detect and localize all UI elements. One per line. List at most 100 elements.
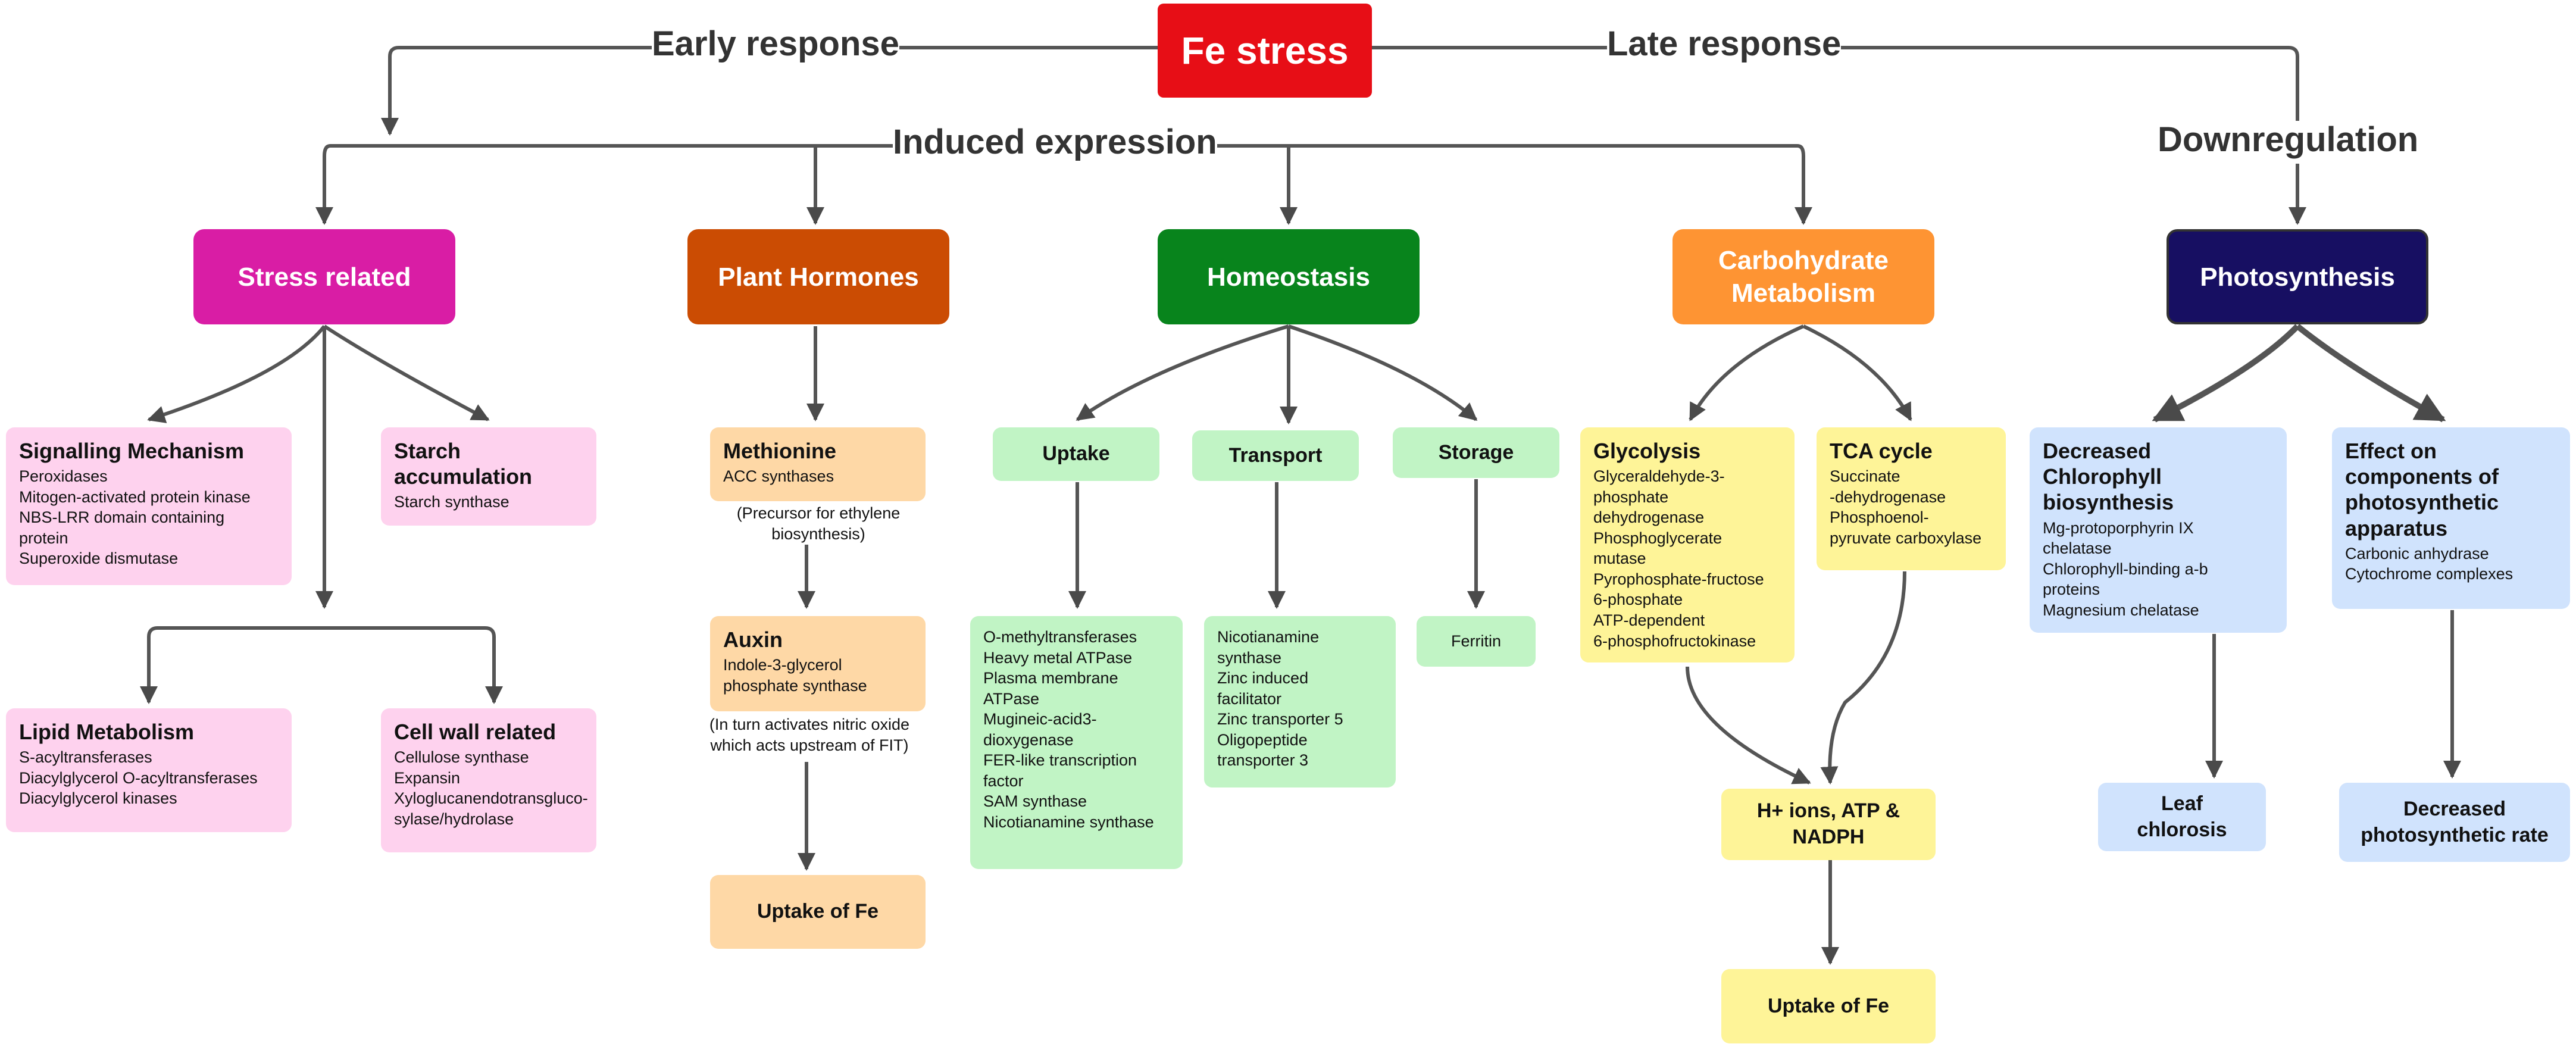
hormones-uptake-fe-box: Uptake of Fe — [710, 875, 926, 949]
auxin-item: phosphate synthase — [723, 676, 867, 695]
transport-gene: transporter 3 — [1217, 751, 1309, 770]
lipid-item: Diacylglycerol O-acyltransferases — [19, 768, 258, 787]
lipid-item: S-acyltransferases — [19, 748, 152, 767]
auxin-item: Indole-3-glycerol — [723, 656, 842, 674]
signalling-title: Signalling Mechanism — [19, 439, 245, 463]
photosynthetic-rate-box: Decreased photosynthetic rate — [2339, 783, 2570, 862]
signalling-item: NBS-LRR domain containing — [19, 508, 225, 527]
uptake-gene: Heavy metal ATPase — [983, 648, 1133, 667]
glycolysis-item: mutase — [1593, 549, 1646, 568]
chlorophyll-item: Chlorophyll-binding a-b — [2043, 560, 2208, 578]
category-carbohydrate-metabolism: Carbohydrate Metabolism — [1672, 229, 1934, 324]
glycolysis-item: Phosphoglycerate — [1593, 529, 1722, 547]
chlorophyll-box: Decreased Chlorophyll biosynthesis Mg-pr… — [2030, 427, 2287, 633]
lipid-item: Diacylglycerol kinases — [19, 789, 177, 808]
glycolysis-item: 6-phosphofructokinase — [1593, 632, 1756, 650]
tca-cycle-box: TCA cycle Succinate -dehydrogenase Phosp… — [1817, 427, 2006, 570]
edge-stress-signalling — [147, 325, 326, 423]
edge-induced-bus — [315, 144, 333, 225]
lipid-metabolism-box: Lipid Metabolism S-acyltransferases Diac… — [6, 708, 292, 832]
products-box: H+ ions, ATP & NADPH — [1721, 789, 1936, 860]
apparatus-box: Effect on components of photosynthetic a… — [2332, 427, 2570, 609]
cellwall-item: Cellulose synthase — [394, 748, 529, 767]
tca-title: TCA cycle — [1830, 439, 1933, 463]
uptake-gene: Plasma membrane — [983, 669, 1118, 688]
apparatus-title: Effect on components of photosynthetic a… — [2345, 439, 2499, 540]
edge-homeo-storage — [1288, 324, 1478, 421]
edge-glycolysis-products — [1686, 666, 1811, 785]
uptake-gene: factor — [983, 771, 1024, 790]
starch-title: Starch accumulation — [394, 439, 533, 489]
glycolysis-item: Glyceraldehyde-3- — [1593, 467, 1725, 486]
auxin-title: Auxin — [723, 627, 783, 652]
starch-accumulation-box: Starch accumulation Starch synthase — [381, 427, 596, 526]
transport-gene: Nicotianamine — [1217, 628, 1320, 646]
transport-gene: facilitator — [1217, 689, 1282, 708]
apparatus-item: Cytochrome complexes — [2345, 565, 2514, 583]
transport-gene: synthase — [1217, 648, 1282, 667]
glycolysis-item: ATP-dependent — [1593, 611, 1705, 630]
glycolysis-title: Glycolysis — [1593, 439, 1701, 463]
carb-uptake-fe-box: Uptake of Fe — [1721, 969, 1936, 1043]
edge-carb-tca — [1802, 324, 1912, 421]
fe-stress-node: Fe stress — [1158, 4, 1372, 98]
cellwall-item: Xyloglucanendotransgluco- — [394, 789, 588, 808]
cellwall-item: Expansin — [394, 768, 461, 787]
uptake-box: Uptake — [993, 427, 1159, 481]
uptake-gene: O-methyltransferases — [983, 628, 1137, 646]
late-response-label: Late response — [1607, 24, 1842, 63]
chlorophyll-title: Decreased Chlorophyll biosynthesis — [2043, 439, 2174, 515]
cellwall-title: Cell wall related — [394, 720, 557, 744]
methionine-note: (Precursor for ethylene biosynthesis) — [736, 504, 901, 543]
induced-expression-label: Induced expression — [893, 123, 1217, 161]
uptake-gene: ATPase — [983, 689, 1040, 708]
signalling-item: Mitogen-activated protein kinase — [19, 488, 251, 506]
edge-early-response — [381, 46, 1158, 136]
transport-gene: Zinc transporter 5 — [1217, 710, 1343, 729]
uptake-gene: SAM synthase — [983, 792, 1087, 811]
transport-gene: Oligopeptide — [1217, 730, 1308, 749]
transport-gene: Zinc induced — [1217, 669, 1309, 688]
glycolysis-item: 6-phosphate — [1593, 590, 1683, 609]
leaf-chlorosis-box: Leaf chlorosis — [2098, 783, 2266, 851]
uptake-genes-box: O-methyltransferases Heavy metal ATPase … — [970, 616, 1183, 869]
category-plant-hormones: Plant Hormones — [687, 229, 949, 324]
edge-tca-products — [1820, 571, 1906, 785]
methionine-box: Methionine ACC synthases — [710, 427, 926, 501]
chlorophyll-item: Mg-protoporphyrin IX — [2043, 518, 2194, 537]
category-homeostasis: Homeostasis — [1158, 229, 1420, 324]
edge-stress-starch — [323, 324, 490, 421]
methionine-title: Methionine — [723, 439, 836, 463]
methionine-item: ACC synthases — [723, 467, 834, 486]
glycolysis-item: dehydrogenase — [1593, 508, 1705, 527]
tca-item: Succinate — [1830, 467, 1900, 486]
tca-item: -dehydrogenase — [1830, 488, 1946, 506]
cell-wall-box: Cell wall related Cellulose synthase Exp… — [381, 708, 596, 852]
uptake-gene: FER-like transcription — [983, 751, 1137, 770]
edge-photo-chlorophyll — [2152, 324, 2300, 423]
lipid-title: Lipid Metabolism — [19, 720, 195, 744]
auxin-note: (In turn activates nitric oxide which ac… — [709, 715, 910, 755]
auxin-box: Auxin Indole-3-glycerol phosphate syntha… — [710, 616, 926, 711]
category-stress-related: Stress related — [193, 229, 455, 324]
chlorophyll-item: chelatase — [2043, 539, 2112, 558]
apparatus-item: Carbonic anhydrase — [2345, 544, 2489, 562]
glycolysis-item: phosphate — [1593, 488, 1669, 506]
early-response-label: Early response — [652, 24, 899, 63]
downregulation-label: Downregulation — [2158, 120, 2419, 159]
starch-item: Starch synthase — [394, 493, 509, 511]
tca-item: Phosphoenol- — [1830, 508, 1929, 527]
glycolysis-item: Pyrophosphate-fructose — [1593, 570, 1764, 588]
glycolysis-box: Glycolysis Glyceraldehyde-3- phosphate d… — [1580, 427, 1795, 662]
signalling-item: Peroxidases — [19, 467, 108, 486]
storage-box: Storage — [1393, 427, 1559, 478]
signalling-item: Superoxide dismutase — [19, 549, 179, 568]
signalling-item: protein — [19, 529, 68, 547]
uptake-gene: Mugineic-acid3- — [983, 710, 1097, 729]
edge-photo-apparatus — [2295, 324, 2446, 423]
tca-item: pyruvate carboxylase — [1830, 529, 1982, 547]
cellwall-item: sylase/hydrolase — [394, 810, 514, 828]
edge-carb-glycolysis — [1689, 324, 1805, 421]
